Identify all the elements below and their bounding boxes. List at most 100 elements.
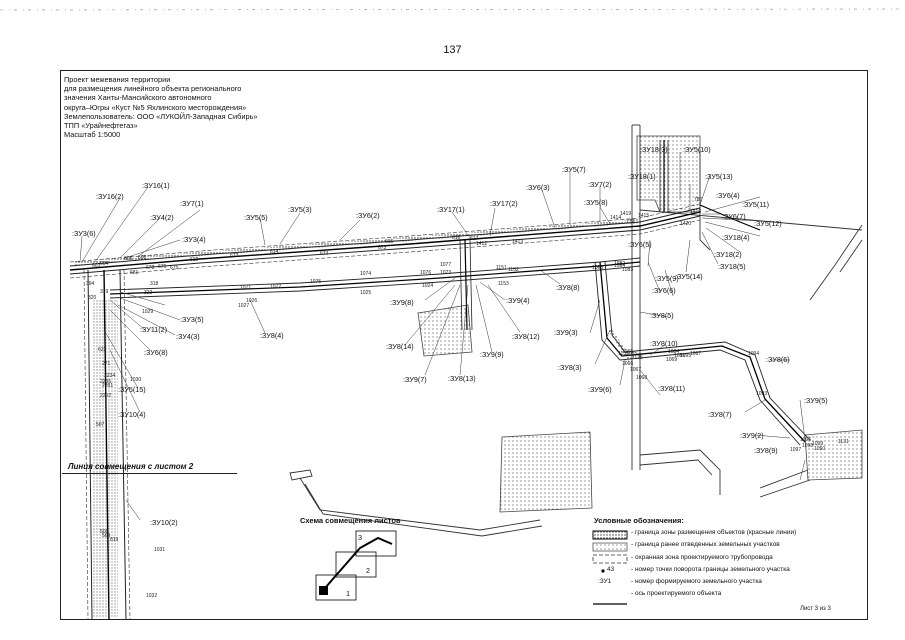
point-number: 1071 <box>240 285 252 291</box>
point-number: 1153 <box>498 281 509 287</box>
point-number: 605 <box>124 256 133 262</box>
point-number: 1415 <box>638 213 650 219</box>
legend-item: :ЗУ1- номер формируемого земельного учас… <box>590 577 862 589</box>
point-number: 675 <box>170 265 179 271</box>
point-number: 613 <box>230 253 239 259</box>
parcel-label: :ЗУ5(3) <box>288 205 312 214</box>
parcel-label: :ЗУ7(2) <box>588 180 612 189</box>
parcel-label: :ЗУ5(11) <box>742 200 770 209</box>
parcel-label: :ЗУ9(5) <box>804 396 828 405</box>
point-number: 2235 <box>100 379 112 385</box>
scheme-sheet-number: 3 <box>358 533 362 542</box>
point-number: 1152 <box>508 267 519 273</box>
point-number: 1084 <box>668 349 680 355</box>
parcel-label: :ЗУ7(1) <box>180 199 204 208</box>
point-number: 1099 <box>812 441 824 447</box>
parcel-label: :ЗУ5(8) <box>584 198 608 207</box>
parcel-label: :ЗУ18(2) <box>714 250 742 259</box>
point-number: 1094 <box>748 351 760 357</box>
parcel-label: :ЗУ8(10) <box>650 339 678 348</box>
scheme-sheet-number: 2 <box>366 566 370 575</box>
sheet-scheme-diagram <box>315 530 397 601</box>
parcel-label: :ЗУ5(9) <box>655 274 679 283</box>
point-number: 1065 <box>622 349 634 355</box>
point-number: 606 <box>138 255 147 261</box>
parcel-label: :ЗУ8(13) <box>448 374 476 383</box>
parcel-label: :ЗУ18(5) <box>718 262 746 271</box>
title-line: Землепользователь: ООО «ЛУКОЙЛ-Западная … <box>64 111 258 121</box>
sheet-info: Лист 3 из 3 <box>800 606 831 612</box>
legend-text: - номер точки поворота границы земельног… <box>631 565 790 573</box>
point-number: 1063 <box>592 265 604 271</box>
existing-plots <box>417 135 863 513</box>
parcel-label: :ЗУ8(3) <box>558 363 582 372</box>
combination-line-label: Линия совмещения с листом 2 <box>68 462 194 471</box>
point-number: 1068 <box>636 375 648 381</box>
point-number: 617 <box>470 236 479 242</box>
point-number: 622 <box>98 347 107 353</box>
parcel-label: :ЗУ8(4) <box>260 331 284 340</box>
parcel-label: :ЗУ8(9) <box>754 446 778 455</box>
parcel-label: :ЗУ8(7) <box>708 410 732 419</box>
parcel-label: :ЗУ18(3) <box>640 145 668 154</box>
point-number: 1067 <box>630 367 642 373</box>
title-line: значения Ханты-Мансийского автономного <box>64 93 212 103</box>
point-number: 1135 <box>618 351 629 357</box>
page-number: 137 <box>443 44 462 56</box>
parcel-label: :ЗУ5(10) <box>683 145 711 154</box>
point-number: 1083 <box>622 267 634 273</box>
point-number: 1066 <box>622 361 634 367</box>
point-number: 394 <box>86 281 95 287</box>
leader-lines <box>79 152 806 521</box>
title-line: округа–Югры «Куст №5 Яхлинского месторож… <box>64 102 247 112</box>
legend-text: - ось проектируемого объекта <box>631 590 722 598</box>
parcel-label: :ЗУ8(8) <box>556 283 580 292</box>
parcel-label: :ЗУ18(1) <box>628 172 656 181</box>
point-number: 1029 <box>142 309 154 315</box>
parcel-label: :ЗУ10(2) <box>150 518 178 527</box>
parcel-label: :ЗУ9(2) <box>740 431 764 440</box>
point-number: 1073 <box>440 270 452 276</box>
point-number: 1151 <box>496 265 507 271</box>
point-number: 319 <box>100 289 109 295</box>
parcel-label: :ЗУ9(7) <box>403 375 427 384</box>
point-number: 603 <box>92 263 101 269</box>
point-number: 1050 <box>814 446 826 452</box>
parcel-label: :ЗУ5(12) <box>754 219 782 228</box>
parcel-label: :ЗУ6(6) <box>652 286 676 295</box>
parcel-label: :ЗУ3(4) <box>182 235 206 244</box>
point-number: 1412 <box>476 241 488 247</box>
point-number: 604 <box>100 261 109 267</box>
parcel-label: :ЗУ6(7) <box>722 212 746 221</box>
point-number: 1064 <box>614 263 626 269</box>
parcel-label: :ЗУ4(2) <box>150 213 174 222</box>
point-number: 1419 <box>620 211 632 217</box>
point-number: 1093 <box>756 391 768 397</box>
point-number: 271 <box>102 361 111 367</box>
point-number: 1416 <box>690 209 702 215</box>
parcel-label: :ЗУ10(4) <box>118 410 146 419</box>
parcel-label: :ЗУ17(2) <box>490 199 518 208</box>
legend-text: - номер формируемого земельного участка <box>631 578 762 586</box>
point-number: 780 <box>694 197 703 203</box>
parcel-label: :ЗУ9(3) <box>554 328 578 337</box>
parcel-label: :ЗУ6(2) <box>356 211 380 220</box>
point-number: 1096 <box>800 437 812 443</box>
point-number: 1420 <box>680 221 692 227</box>
point-number: 1086 <box>674 353 686 359</box>
point-number: 2234 <box>104 373 116 379</box>
point-number: 1072 <box>270 284 282 290</box>
parcel-label: :ЗУ9(4) <box>506 296 530 305</box>
parcel-label: :ЗУ8(11) <box>658 384 686 393</box>
title-line: ТПП «Урайнефтегаз» <box>64 121 138 131</box>
point-number: 1082 <box>614 261 626 267</box>
point-number: 779 <box>626 219 635 225</box>
point-number: 1031 <box>154 547 166 553</box>
parcel-label: :ЗУ17(1) <box>437 205 465 214</box>
parcel-label: :ЗУ9(6) <box>588 385 612 394</box>
parcel-label: :ЗУ16(2) <box>96 192 124 201</box>
point-number: 1095 <box>680 353 692 359</box>
pipeline-corridor <box>69 140 811 621</box>
parcel-label: :ЗУ5(5) <box>244 213 268 222</box>
